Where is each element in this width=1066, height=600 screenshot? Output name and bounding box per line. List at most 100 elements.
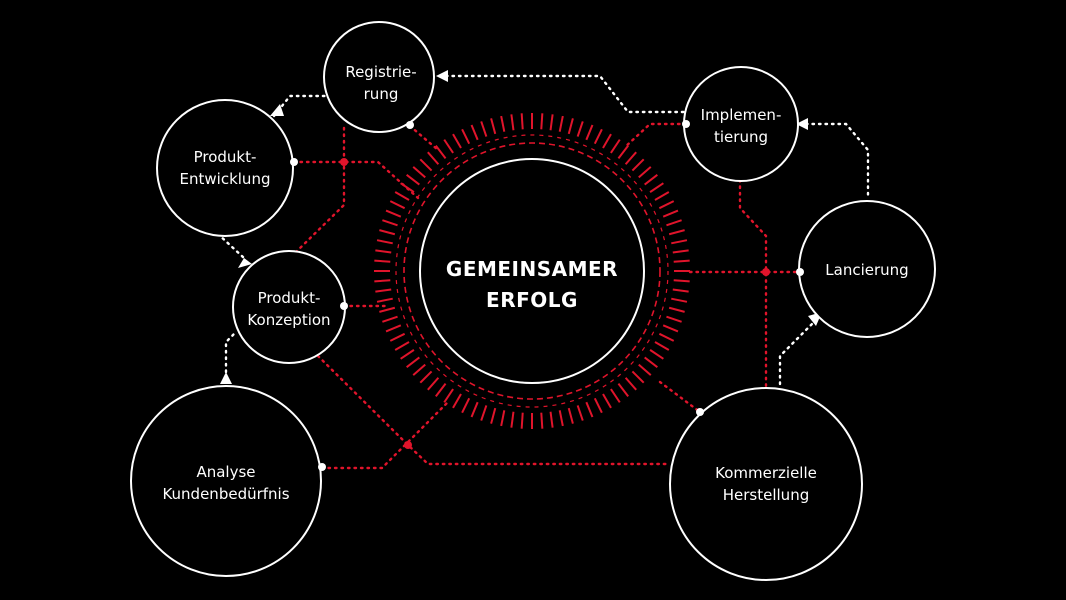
starburst-tick <box>593 128 603 145</box>
node-label-line-1: Lancierung <box>825 261 908 279</box>
starburst-tick <box>602 133 612 149</box>
starburst-tick <box>406 174 420 186</box>
starburst-tick <box>427 377 440 391</box>
starburst-tick <box>673 259 690 263</box>
node-implementierung: Implemen- tierung <box>683 66 799 182</box>
starburst-tick <box>610 139 621 154</box>
starburst-tick <box>624 151 637 165</box>
starburst-tick <box>654 191 670 201</box>
red-link-implementierung <box>622 122 688 150</box>
starburst-tick <box>666 219 682 227</box>
starburst-tick <box>452 133 462 149</box>
starburst-tick <box>585 124 594 141</box>
white-link-implementierung-to-lancierung <box>804 122 870 198</box>
starburst-tick <box>394 341 410 351</box>
starburst-tick <box>382 315 398 323</box>
starburst-tick <box>576 405 584 421</box>
starburst-tick <box>400 182 415 193</box>
red-link-herstellung <box>658 380 702 414</box>
center-title-line-1: GEMEINSAMER <box>446 257 618 281</box>
red-link-entwicklung <box>292 160 420 200</box>
starburst-tick <box>427 151 440 165</box>
starburst-tick <box>379 306 396 313</box>
node-produkt-entwicklung: Produkt- Entwicklung <box>156 99 294 237</box>
starburst-tick <box>662 209 679 218</box>
arrowhead-icon <box>238 258 252 268</box>
connection-dot <box>290 158 298 166</box>
center-inner-dashed-ring <box>403 142 661 400</box>
starburst-tick <box>666 315 682 323</box>
starburst-tick <box>510 114 515 131</box>
starburst-tick <box>671 239 688 245</box>
white-link-analyse-to-konzeption <box>224 330 238 374</box>
starburst-tick <box>617 145 629 159</box>
node-lancierung: Lancierung <box>798 200 936 338</box>
starburst-tick <box>435 383 447 397</box>
starburst-tick <box>658 332 675 342</box>
red-link-registrierung-center <box>408 124 440 152</box>
starburst-tick <box>376 297 393 303</box>
node-label-line-2: Herstellung <box>723 486 809 504</box>
starburst-tick <box>435 145 447 159</box>
node-label-line-2: Konzeption <box>247 311 330 329</box>
node-registrierung: Registrie- rung <box>323 21 435 133</box>
starburst-tick <box>375 288 392 293</box>
node-label-line-2: Kundenbedürfnis <box>162 485 289 503</box>
starburst-tick <box>470 401 479 418</box>
starburst-tick <box>668 306 685 313</box>
red-junction-dot <box>762 268 770 276</box>
arrowhead-icon <box>220 372 232 384</box>
starburst-tick <box>658 200 675 210</box>
starburst-tick <box>412 363 426 376</box>
node-analyse-kundenbeduerfnis: Analyse Kundenbedürfnis <box>130 385 322 577</box>
starburst-tick <box>520 412 524 429</box>
starburst-tick <box>500 410 506 427</box>
starburst-tick <box>461 397 471 414</box>
starburst-tick <box>443 388 454 403</box>
starburst-tick <box>593 397 603 414</box>
starburst-tick <box>385 324 402 333</box>
starburst-tick <box>480 405 488 421</box>
node-label-line-1: Produkt- <box>258 289 321 307</box>
starburst-tick <box>394 191 410 201</box>
starburst-tick <box>631 370 645 384</box>
connection-dot <box>406 121 414 129</box>
starburst-tick <box>406 356 420 368</box>
starburst-tick <box>419 370 433 384</box>
starburst-tick <box>389 200 406 210</box>
starburst-tick <box>672 288 689 293</box>
red-connector-network <box>292 122 802 470</box>
white-cycle-links <box>216 70 870 386</box>
arrowhead-icon <box>796 118 808 130</box>
connection-points <box>290 120 804 471</box>
node-label-line-2: rung <box>364 85 399 103</box>
arrowhead-icon <box>270 104 284 116</box>
starburst-tick <box>567 118 574 135</box>
starburst-tick <box>617 383 629 397</box>
starburst-tick <box>375 249 392 254</box>
starburst-tick <box>470 124 479 141</box>
starburst-tick <box>671 297 688 303</box>
starburst-tick <box>540 412 544 429</box>
starburst-tick <box>376 239 393 245</box>
node-label-line-1: Analyse <box>196 463 255 481</box>
node-label-line-1: Produkt- <box>194 148 257 166</box>
center-title-line-2: ERFOLG <box>486 288 578 312</box>
node-label-line-1: Registrie- <box>345 63 416 81</box>
connection-dot <box>318 463 326 471</box>
starburst-tick <box>374 259 391 263</box>
center-outer-dashed-ring <box>395 134 669 408</box>
starburst-tick <box>379 229 396 236</box>
starburst-tick <box>443 139 454 154</box>
arrowhead-icon <box>436 70 448 82</box>
starburst-tick <box>558 410 564 427</box>
starburst-tick <box>624 377 637 391</box>
starburst-tick <box>672 249 689 254</box>
starburst-tick <box>389 332 406 342</box>
starburst-tick <box>540 113 544 130</box>
center-starburst-ticks <box>374 113 690 429</box>
starburst-tick <box>638 363 652 376</box>
center-hub: GEMEINSAMER ERFOLG <box>374 113 690 429</box>
starburst-tick <box>385 209 402 218</box>
